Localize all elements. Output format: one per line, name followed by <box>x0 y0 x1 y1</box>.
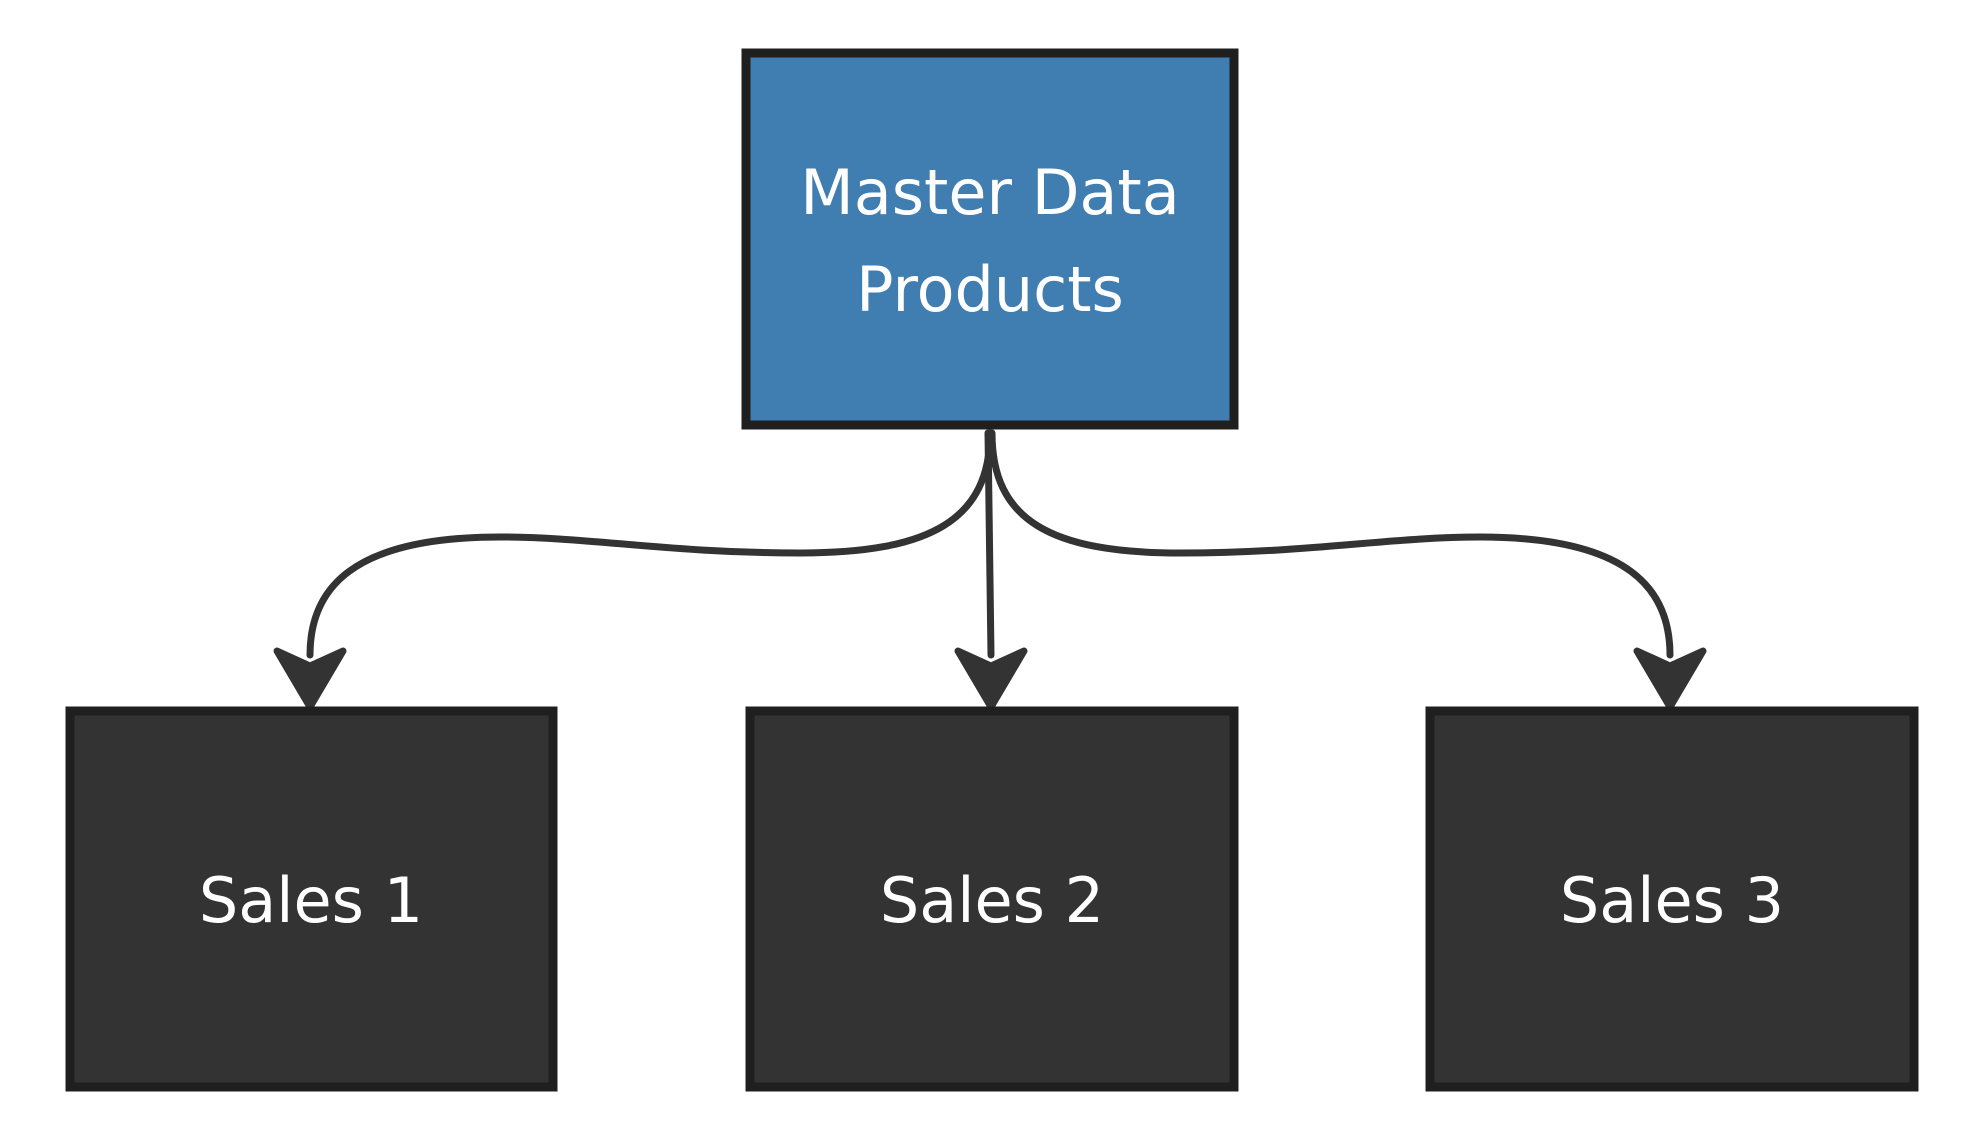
node-sales-2-box <box>745 706 1239 1092</box>
node-master-label-line1: Master Data <box>800 156 1179 229</box>
edges <box>273 429 1707 711</box>
node-sales-3-box <box>1425 706 1919 1092</box>
arrowhead-sales-3 <box>1633 647 1707 711</box>
edge-master-to-sales-2 <box>984 429 995 659</box>
node-master-label-line2: Products <box>856 253 1124 326</box>
node-sales-1[interactable]: Sales 1 <box>65 706 558 1092</box>
edge-master-to-sales-3 <box>988 429 1674 659</box>
node-sales-2[interactable]: Sales 2 <box>745 706 1239 1092</box>
node-master-data-products[interactable]: Master Data Products <box>741 48 1239 430</box>
arrowhead-sales-2 <box>954 647 1028 711</box>
node-sales-1-label: Sales 1 <box>199 864 423 937</box>
edge-master-to-sales-1 <box>306 429 994 659</box>
node-sales-3[interactable]: Sales 3 <box>1425 706 1919 1092</box>
arrowhead-sales-1 <box>273 647 347 711</box>
node-sales-2-label: Sales 2 <box>880 864 1104 937</box>
node-sales-3-label: Sales 3 <box>1560 864 1784 937</box>
node-master-box <box>741 48 1239 430</box>
node-sales-1-box <box>65 706 558 1092</box>
